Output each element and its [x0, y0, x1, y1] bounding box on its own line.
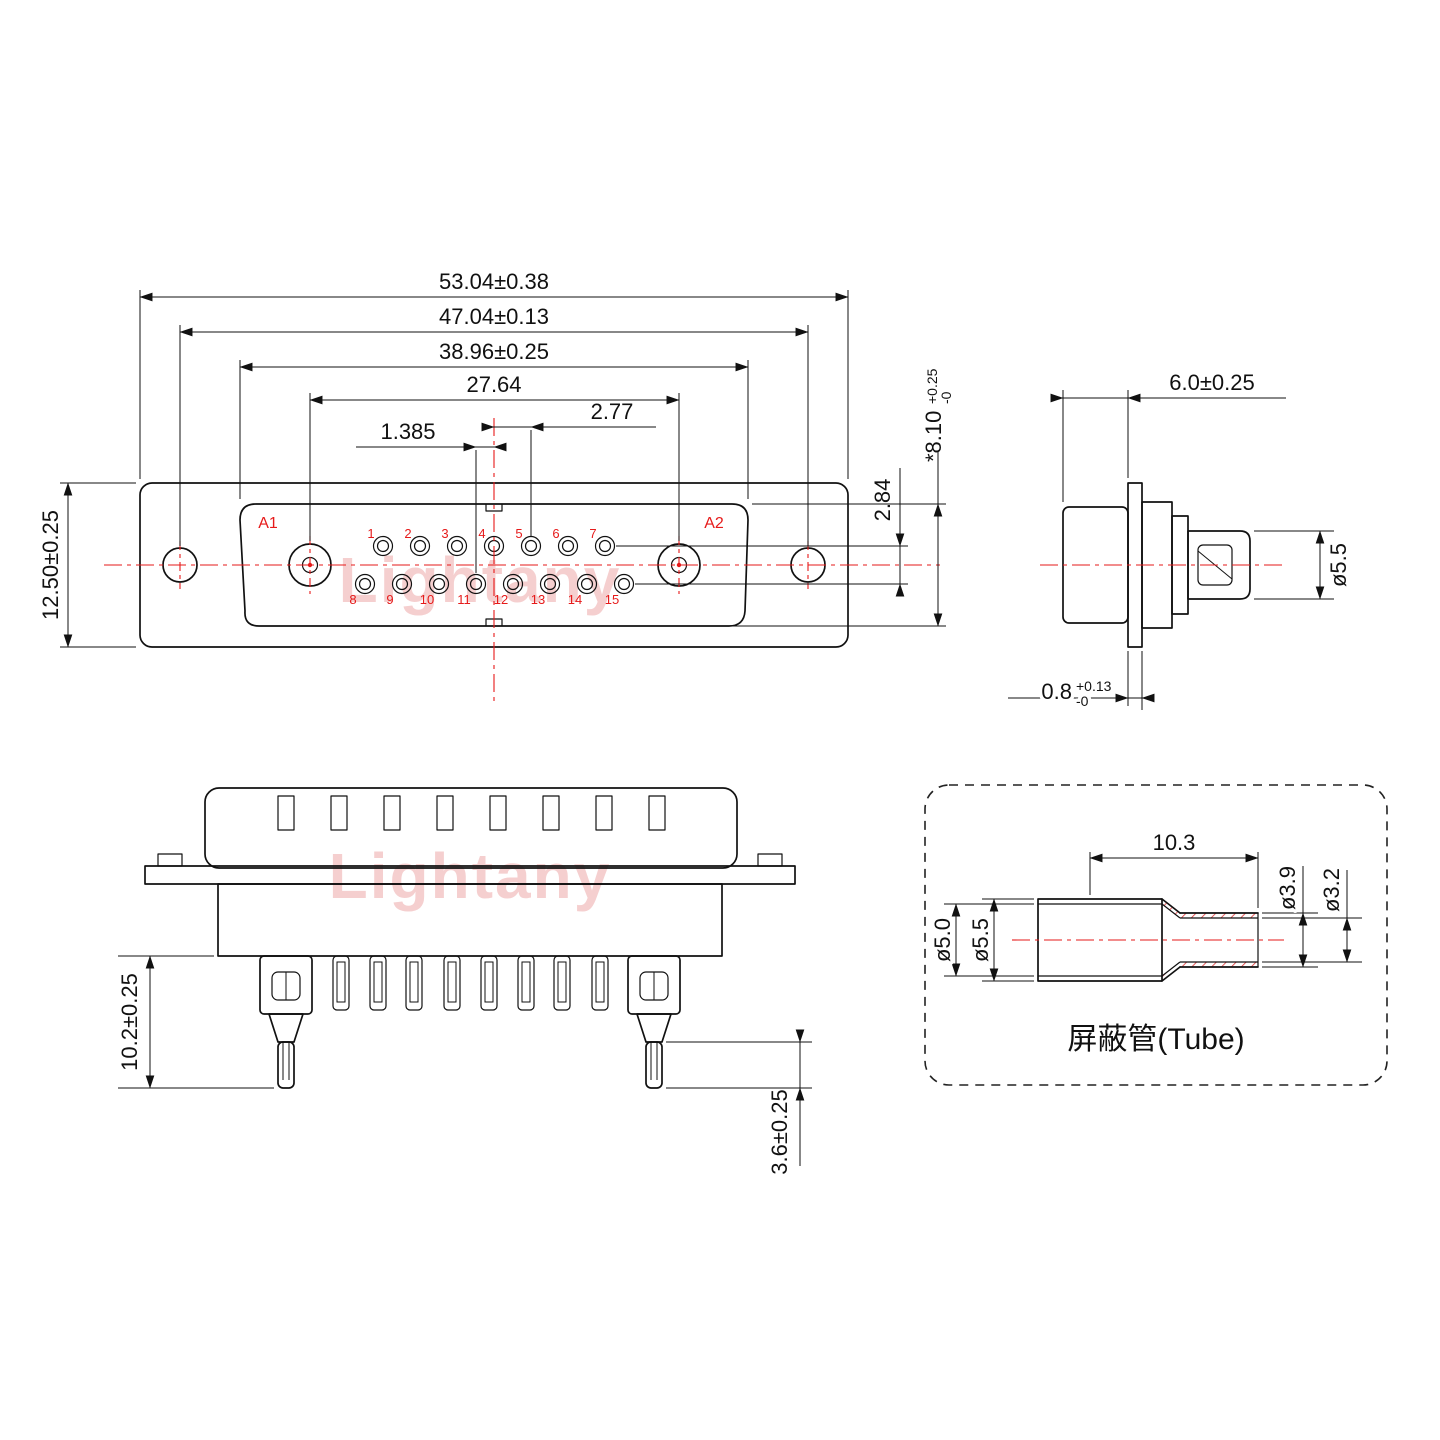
dim-label-3-6: 3.6±0.25 [767, 1089, 792, 1174]
dim-label-12-50: 12.50±0.25 [38, 510, 63, 620]
dim-label-27-64: 27.64 [466, 372, 521, 397]
dim-27-64: 27.64 [309, 372, 680, 541]
dim-label-8-10-sup: +0.25 [924, 368, 940, 404]
pin-label-8: 8 [349, 592, 356, 607]
dim-label-47-04: 47.04±0.13 [439, 304, 549, 329]
dim-label-10-3: 10.3 [1153, 830, 1196, 855]
pin-label-13: 13 [531, 592, 545, 607]
dim-2-84: 2.84 [616, 468, 908, 597]
label-a2: A2 [704, 515, 724, 532]
dim-label-3-9: ø3.9 [1275, 866, 1300, 910]
pin-label-1: 1 [367, 526, 374, 541]
dim-label-53-04: 53.04±0.38 [439, 269, 549, 294]
dim-10-2: 10.2±0.25 [117, 955, 274, 1089]
front-shell-trapezoid [239, 503, 749, 627]
tube-detail-border [924, 784, 1388, 1086]
back-insulator [217, 883, 723, 957]
side-terminal [1187, 530, 1251, 600]
dim-6-0: 6.0±0.25 [1050, 370, 1286, 502]
coax-terminal-right [627, 955, 681, 1089]
pin-label-5: 5 [515, 526, 522, 541]
dim-47-04: 47.04±0.13 [179, 304, 809, 546]
back-shell-slots [277, 795, 666, 831]
dim-10-3: 10.3 [1089, 830, 1259, 908]
dim-label-2-77: 2.77 [591, 399, 634, 424]
dim-8-10: *8.10 +0.25 -0 [733, 368, 954, 627]
pin-label-2: 2 [404, 526, 411, 541]
dim-12-50: 12.50±0.25 [38, 482, 136, 648]
dim-3-9: ø3.9 [1262, 862, 1318, 968]
dim-label-2-84: 2.84 [870, 479, 895, 522]
dim-side-5-5: ø5.5 [1254, 530, 1351, 600]
back-shell [204, 787, 738, 869]
pin-label-11: 11 [457, 592, 471, 607]
pin-label-10: 10 [420, 592, 434, 607]
coax-terminal-left [259, 955, 313, 1089]
dim-38-96: 38.96±0.25 [239, 339, 749, 499]
pin-label-6: 6 [552, 526, 559, 541]
side-view: 6.0±0.25 ø5.5 0.8 +0.13 -0 [1008, 370, 1351, 713]
dim-label-side-5-5: ø5.5 [1326, 543, 1351, 587]
pin-label-14: 14 [568, 592, 582, 607]
dim-label-0-8-sup: +0.13 [1076, 678, 1112, 694]
pin-label-4: 4 [478, 526, 485, 541]
pin-label-12: 12 [494, 592, 508, 607]
back-flange-tab-right [757, 853, 783, 867]
front-notch-top [485, 504, 503, 512]
dim-3-6: 3.6±0.25 [666, 1029, 812, 1175]
watermark-text-2: Lightany [329, 840, 612, 912]
front-view: Lightany [38, 269, 954, 702]
tube-label: 屏蔽管(Tube) [1067, 1023, 1244, 1056]
dim-1-385: 1.385 [356, 419, 507, 573]
pin-label-15: 15 [605, 592, 619, 607]
dim-3-2: ø3.2 [1262, 864, 1362, 963]
dim-label-6-0: 6.0±0.25 [1169, 370, 1254, 395]
dim-5-0: ø5.0 [927, 903, 1034, 977]
tube-detail: 10.3 ø3.9 ø3.2 ø5.0 [924, 784, 1388, 1086]
dim-tube-5-5: ø5.5 [965, 898, 1034, 982]
back-view: Lightany [117, 787, 812, 1175]
dim-label-0-8: 0.8 [1041, 679, 1072, 704]
pin-label-7: 7 [589, 526, 596, 541]
label-a1: A1 [258, 515, 278, 532]
dim-label-8-10: *8.10 [921, 411, 946, 462]
dim-label-10-2: 10.2±0.25 [117, 973, 142, 1071]
dim-label-0-8-sub: -0 [1076, 693, 1089, 709]
dim-0-8: 0.8 +0.13 -0 [1008, 651, 1155, 713]
pin-label-9: 9 [386, 592, 393, 607]
solder-cups [332, 955, 609, 1011]
dim-53-04: 53.04±0.38 [139, 269, 849, 479]
pin-label-3: 3 [441, 526, 448, 541]
back-flange-tab-left [157, 853, 183, 867]
dim-label-tube-5-5: ø5.5 [968, 918, 993, 962]
dim-2-77: 2.77 [481, 399, 656, 537]
dim-label-5-0: ø5.0 [930, 918, 955, 962]
dim-label-3-2: ø3.2 [1319, 868, 1344, 912]
dim-label-8-10-sub: -0 [938, 391, 954, 404]
pin-row-bottom [354, 573, 635, 595]
pin-number-labels: 1 2 3 4 5 6 7 8 9 10 11 12 13 14 15 A1 A… [258, 515, 724, 607]
dim-label-1-385: 1.385 [380, 419, 435, 444]
dim-label-38-96: 38.96±0.25 [439, 339, 549, 364]
